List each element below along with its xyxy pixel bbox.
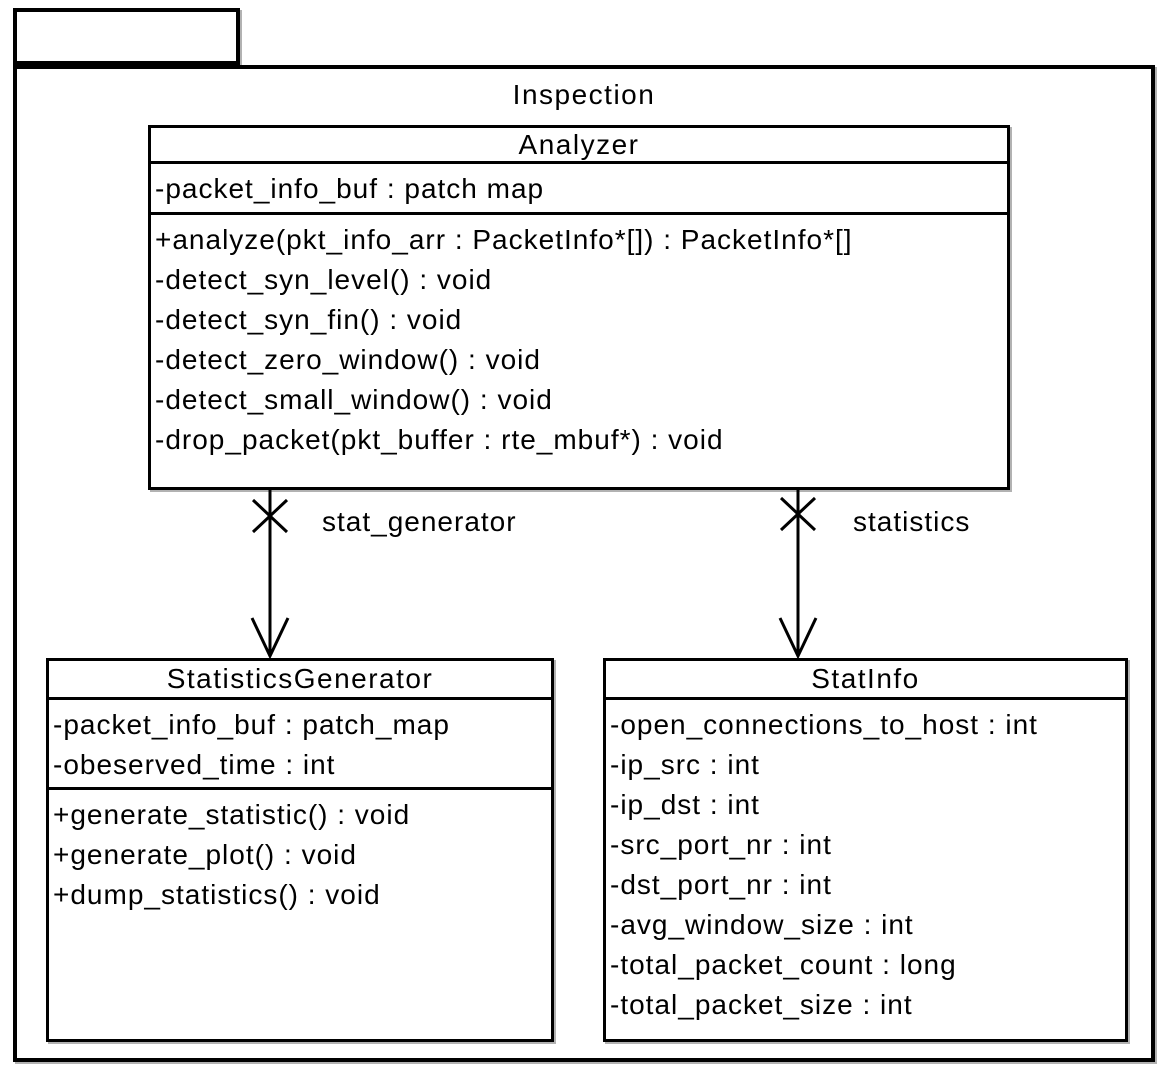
class-analyzer-title: Analyzer (151, 128, 1007, 164)
member-line: -ip_dst : int (610, 789, 760, 820)
member-line: -ip_src : int (610, 749, 760, 780)
association-label-statistics: statistics (853, 506, 971, 537)
class-analyzer-methods: +analyze(pkt_info_arr : PacketInfo*[]) :… (151, 215, 1007, 487)
class-analyzer-attributes: -packet_info_buf : patch map (151, 164, 1007, 215)
member-line: -detect_syn_level() : void (155, 264, 493, 295)
member-line: -packet_info_buf : patch map (155, 173, 545, 204)
member-line: -total_packet_count : long (610, 949, 957, 980)
member-line: -src_port_nr : int (610, 829, 832, 860)
member-line: -detect_zero_window() : void (155, 344, 541, 375)
member-line: +generate_statistic() : void (53, 799, 411, 830)
class-statistics-generator: StatisticsGenerator -packet_info_buf : p… (46, 658, 554, 1042)
class-statistics-generator-attributes: -packet_info_buf : patch_map -obeserved_t… (49, 700, 551, 790)
association-label-stat-generator: stat_generator (322, 506, 517, 537)
class-stat-info-title: StatInfo (606, 661, 1125, 700)
class-stat-info: StatInfo -open_connections_to_host : int… (603, 658, 1128, 1042)
member-line: -detect_syn_fin() : void (155, 304, 463, 335)
member-line: -detect_small_window() : void (155, 384, 553, 415)
package-tab (13, 8, 240, 65)
member-line: -dst_port_nr : int (610, 869, 832, 900)
class-stat-info-attributes: -open_connections_to_host : int -ip_src :… (606, 700, 1125, 1039)
package-title: Inspection (512, 79, 656, 110)
class-statistics-generator-title: StatisticsGenerator (49, 661, 551, 700)
member-line: -open_connections_to_host : int (610, 709, 1038, 740)
class-analyzer: Analyzer -packet_info_buf : patch map +a… (148, 125, 1010, 490)
member-line: +dump_statistics() : void (53, 879, 381, 910)
member-line: -total_packet_size : int (610, 989, 913, 1020)
member-line: -drop_packet(pkt_buffer : rte_mbuf*) : v… (155, 424, 724, 455)
member-line: +generate_plot() : void (53, 839, 357, 870)
member-line: -packet_info_buf : patch_map (53, 709, 450, 740)
member-line: +analyze(pkt_info_arr : PacketInfo*[]) :… (155, 224, 853, 255)
class-statistics-generator-methods: +generate_statistic() : void +generate_pl… (49, 790, 551, 1039)
member-line: -avg_window_size : int (610, 909, 914, 940)
member-line: -obeserved_time : int (53, 749, 336, 780)
